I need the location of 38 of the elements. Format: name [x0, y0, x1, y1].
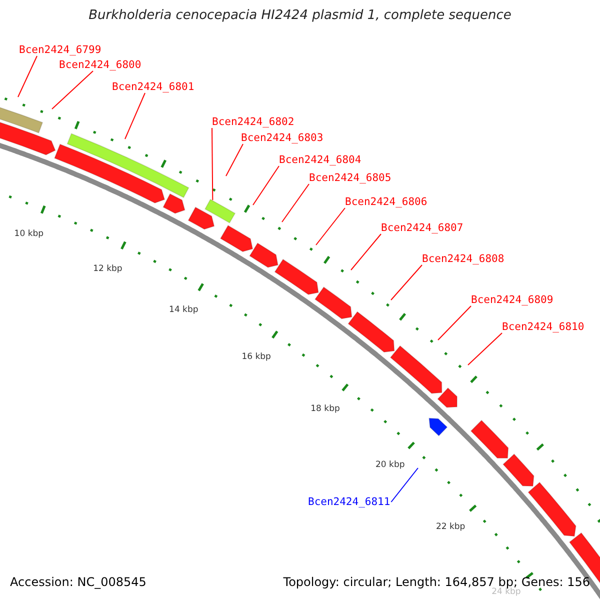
gene-label: Bcen2424_6809 [471, 294, 554, 306]
scale-label: 24 kbp [492, 587, 521, 597]
gene-label: Bcen2424_6810 [502, 321, 584, 333]
gene-label: Bcen2424_6811 [308, 496, 390, 508]
leader-line [350, 234, 382, 270]
gene-label: Bcen2424_6806 [345, 196, 428, 208]
leader-line [226, 144, 244, 176]
scale-label: 22 kbp [436, 522, 466, 532]
scale-label: 18 kbp [310, 404, 340, 414]
gene-label: Bcen2424_6805 [309, 172, 392, 184]
gene-label: Bcen2424_6800 [59, 59, 142, 71]
leader-line [252, 166, 280, 206]
gene-label: Bcen2424_6808 [422, 253, 504, 265]
leader-line [212, 128, 214, 201]
gene-label: Bcen2424_6804 [279, 154, 362, 166]
gene-label: Bcen2424_6801 [112, 81, 194, 93]
leader-line [438, 306, 472, 340]
leader-line [468, 332, 502, 366]
leader-line [124, 92, 146, 140]
gene-label: Bcen2424_6803 [241, 132, 324, 144]
gene-label: Bcen2424_6807 [381, 222, 464, 234]
leader-line [390, 264, 422, 300]
scale-label: 16 kbp [242, 352, 271, 362]
scale-label: 10 kbp [14, 228, 44, 239]
scale-label: 20 kbp [376, 460, 405, 470]
topology-text: Topology: circular; Length: 164,857 bp; Genes: 156 [283, 575, 590, 589]
map-title: Burkholderia cenocepacia HI2424 plasmid 1, complete sequence [88, 8, 512, 23]
gene-label: Bcen2424_6802 [212, 116, 294, 128]
gene-bar [204, 198, 236, 224]
leader-line [316, 208, 346, 246]
scale-label: 12 kbp [93, 264, 122, 274]
gene-label: Bcen2424_6799 [19, 44, 102, 56]
leader-line [282, 184, 310, 222]
scale-label: 14 kbp [169, 305, 198, 316]
leader-line [390, 468, 418, 502]
leader-line [52, 70, 94, 110]
leader-line [18, 56, 38, 98]
accession-text: Accession: NC_008545 [10, 575, 146, 589]
